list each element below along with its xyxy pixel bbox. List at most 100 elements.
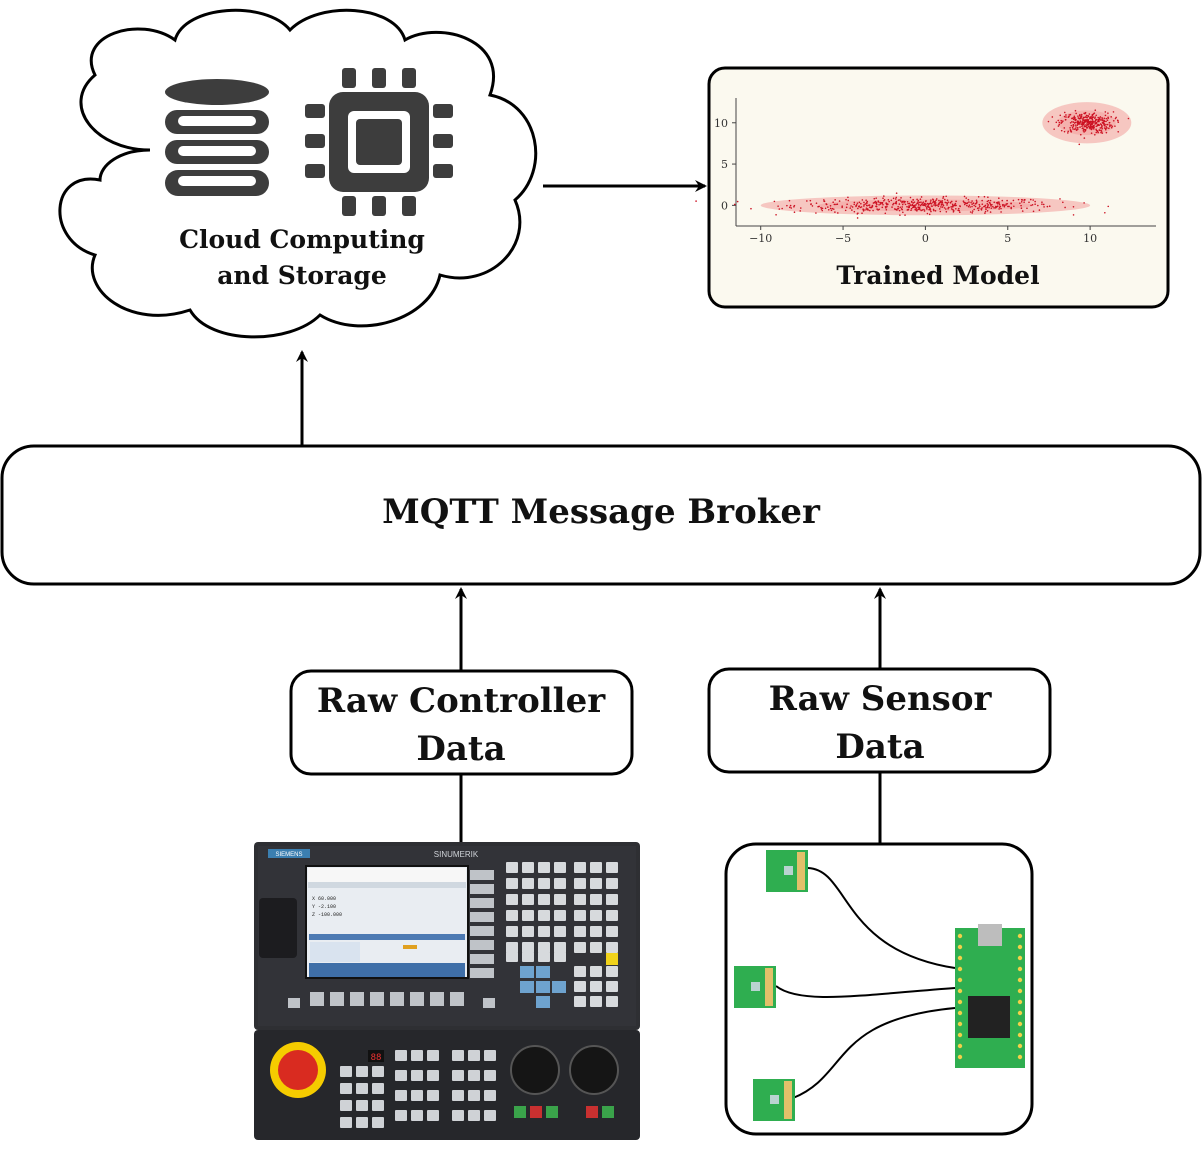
control-key[interactable]	[411, 1110, 423, 1121]
keypad-key[interactable]	[590, 966, 602, 977]
control-key[interactable]	[484, 1070, 496, 1081]
control-key[interactable]	[340, 1117, 352, 1128]
keypad-key[interactable]	[590, 910, 602, 921]
keypad-key[interactable]	[606, 942, 618, 953]
keypad-key[interactable]	[554, 942, 566, 953]
control-key[interactable]	[427, 1050, 439, 1061]
keypad-key[interactable]	[538, 942, 550, 953]
control-key[interactable]	[356, 1083, 368, 1094]
keypad-key[interactable]	[606, 910, 618, 921]
keypad-key[interactable]	[554, 862, 566, 873]
control-key[interactable]	[395, 1110, 407, 1121]
keypad-key[interactable]	[574, 942, 586, 953]
keypad-key[interactable]	[606, 862, 618, 873]
keypad-key[interactable]	[606, 894, 618, 905]
mqtt-broker-label: MQTT Message Broker	[382, 492, 821, 532]
scatter-point	[966, 204, 968, 207]
keypad-key[interactable]	[590, 878, 602, 889]
keypad-key[interactable]	[554, 910, 566, 921]
control-key[interactable]	[372, 1117, 384, 1128]
control-key[interactable]	[484, 1090, 496, 1101]
keypad-key[interactable]	[590, 862, 602, 873]
control-key[interactable]	[411, 1090, 423, 1101]
control-key[interactable]	[340, 1066, 352, 1077]
keypad-key[interactable]	[574, 910, 586, 921]
control-key[interactable]	[468, 1050, 480, 1061]
keypad-key[interactable]	[574, 878, 586, 889]
control-key[interactable]	[340, 1100, 352, 1111]
keypad-key[interactable]	[506, 894, 518, 905]
control-key[interactable]	[356, 1117, 368, 1128]
keypad-key[interactable]	[506, 942, 518, 953]
keypad-key[interactable]	[574, 966, 586, 977]
feed-override-knob[interactable]	[510, 1045, 560, 1095]
spindle-override-knob[interactable]	[569, 1045, 619, 1095]
control-key[interactable]	[411, 1050, 423, 1061]
keypad-key[interactable]	[522, 926, 534, 937]
keypad-key[interactable]	[506, 878, 518, 889]
control-key[interactable]	[427, 1070, 439, 1081]
keypad-key[interactable]	[590, 981, 602, 992]
control-key[interactable]	[427, 1090, 439, 1101]
control-key[interactable]	[372, 1100, 384, 1111]
keypad-key[interactable]	[606, 926, 618, 937]
keypad-key[interactable]	[538, 878, 550, 889]
control-key[interactable]	[452, 1050, 464, 1061]
keypad-key[interactable]	[522, 862, 534, 873]
control-key[interactable]	[427, 1110, 439, 1121]
control-key[interactable]	[452, 1110, 464, 1121]
keypad-key[interactable]	[506, 952, 518, 962]
keypad-key[interactable]	[590, 942, 602, 953]
scatter-point	[1069, 121, 1072, 124]
control-key[interactable]	[468, 1090, 480, 1101]
keypad-key[interactable]	[606, 981, 618, 992]
keypad-key[interactable]	[538, 926, 550, 937]
keypad-key[interactable]	[574, 894, 586, 905]
control-key[interactable]	[395, 1050, 407, 1061]
keypad-key[interactable]	[574, 862, 586, 873]
control-key[interactable]	[468, 1070, 480, 1081]
control-key[interactable]	[356, 1066, 368, 1077]
control-key[interactable]	[395, 1070, 407, 1081]
keypad-key[interactable]	[590, 926, 602, 937]
control-key[interactable]	[340, 1083, 352, 1094]
keypad-key[interactable]	[606, 878, 618, 889]
control-key[interactable]	[372, 1083, 384, 1094]
keypad-key[interactable]	[522, 942, 534, 953]
keypad-key[interactable]	[538, 894, 550, 905]
keypad-key[interactable]	[506, 910, 518, 921]
control-key[interactable]	[484, 1050, 496, 1061]
control-key[interactable]	[468, 1110, 480, 1121]
keypad-key[interactable]	[606, 996, 618, 1007]
scatter-point	[1075, 126, 1077, 128]
control-key[interactable]	[411, 1070, 423, 1081]
keypad-key[interactable]	[522, 952, 534, 962]
keypad-key[interactable]	[506, 862, 518, 873]
keypad-key[interactable]	[590, 894, 602, 905]
keypad-key[interactable]	[506, 926, 518, 937]
keypad-key[interactable]	[590, 996, 602, 1007]
keypad-key[interactable]	[538, 952, 550, 962]
keypad-key[interactable]	[522, 894, 534, 905]
keypad-key[interactable]	[554, 878, 566, 889]
control-key[interactable]	[356, 1100, 368, 1111]
control-key[interactable]	[484, 1110, 496, 1121]
control-key[interactable]	[372, 1066, 384, 1077]
control-key[interactable]	[452, 1070, 464, 1081]
scatter-point	[1081, 125, 1083, 128]
keypad-key[interactable]	[538, 862, 550, 873]
keypad-key[interactable]	[554, 952, 566, 962]
keypad-key[interactable]	[606, 966, 618, 977]
keypad-key[interactable]	[538, 910, 550, 921]
keypad-key[interactable]	[574, 926, 586, 937]
control-key[interactable]	[395, 1090, 407, 1101]
keypad-key[interactable]	[522, 910, 534, 921]
control-key[interactable]	[452, 1090, 464, 1101]
scatter-point	[932, 199, 935, 201]
keypad-key[interactable]	[574, 981, 586, 992]
scatter-point	[1082, 116, 1085, 119]
keypad-key[interactable]	[554, 894, 566, 905]
keypad-key[interactable]	[522, 878, 534, 889]
keypad-key[interactable]	[574, 996, 586, 1007]
keypad-key[interactable]	[554, 926, 566, 937]
